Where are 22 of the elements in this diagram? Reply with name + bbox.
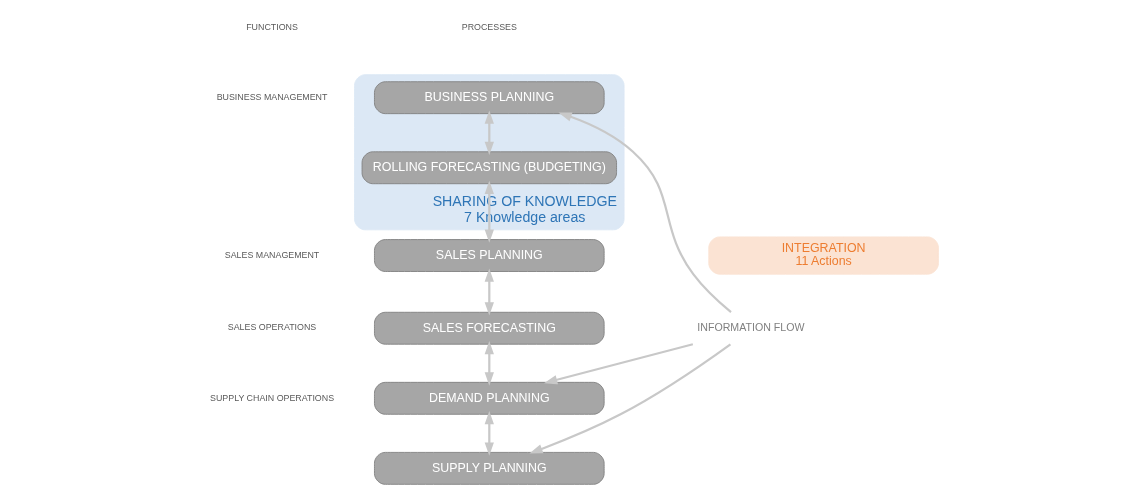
node-box: SALES FORECASTING: [373, 311, 605, 345]
node-box: DEMAND PLANNING: [373, 381, 605, 415]
node-text: INFORMATION FLOW: [696, 321, 805, 333]
node-box: BUSINESS PLANNING: [373, 81, 605, 115]
arrow: [484, 411, 494, 456]
arrow: [484, 110, 494, 156]
label: SUPPLY CHAIN OPERATIONS: [209, 392, 334, 403]
node-box: ROLLING FORECASTING (BUDGETING): [361, 151, 617, 185]
arrow: [543, 343, 693, 385]
arrow: [484, 340, 494, 386]
node-box: INTEGRATION 11 Actions: [707, 236, 939, 275]
arrow: [484, 268, 494, 316]
node-box: SUPPLY PLANNING: [373, 451, 605, 485]
arrow: [557, 112, 732, 313]
arrow: [528, 343, 731, 454]
label: PROCESSES: [461, 21, 517, 32]
node-box: SALES PLANNING: [373, 239, 605, 272]
label: SALES OPERATIONS: [227, 322, 316, 333]
label: SALES MANAGEMENT: [224, 249, 319, 260]
label: FUNCTIONS: [245, 21, 298, 32]
label: BUSINESS MANAGEMENT: [216, 91, 327, 102]
arrow: [484, 180, 494, 243]
